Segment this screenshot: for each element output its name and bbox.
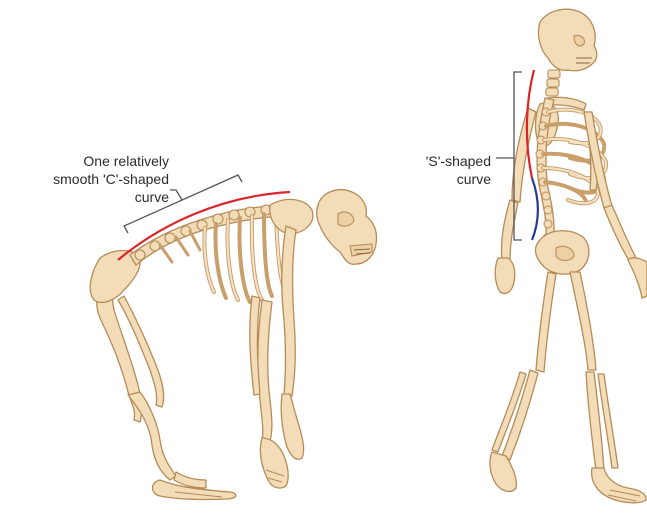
chimp-label-line-2: smooth 'C'-shaped [53, 170, 169, 188]
chimp-label-line-3: curve [53, 188, 169, 206]
human-label-line-1: 'S'-shaped [426, 152, 491, 170]
chimp-label-line-1: One relatively [53, 152, 169, 170]
s-shaped-spine-curve-lower [532, 178, 538, 240]
human-curve-label: 'S'-shaped curve [426, 152, 491, 188]
human-label-line-2: curve [426, 170, 491, 188]
chimp-curve-label: One relatively smooth 'C'-shaped curve [53, 152, 169, 206]
chimpanzee-skeleton [90, 190, 376, 500]
